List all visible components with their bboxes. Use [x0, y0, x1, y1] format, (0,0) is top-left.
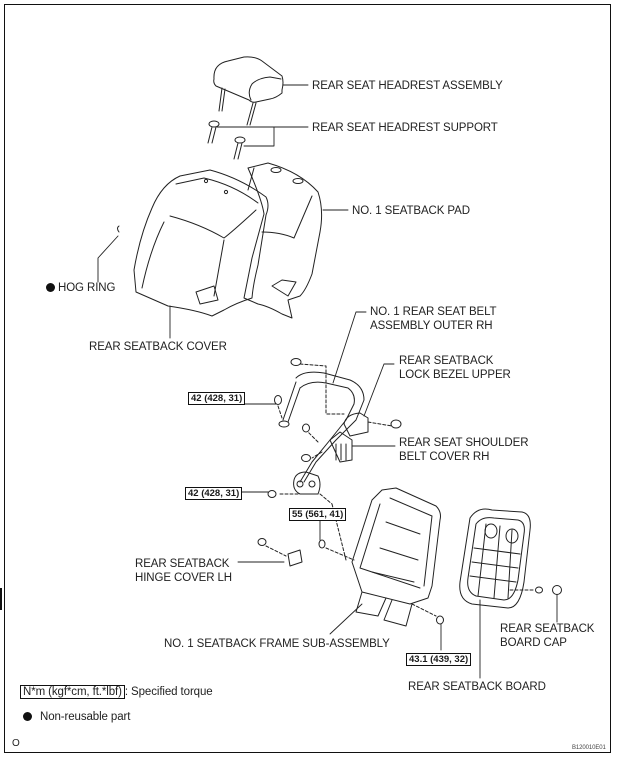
- hog-ring-drawing: [117, 225, 120, 233]
- label-hog-ring: HOG RING: [46, 281, 115, 295]
- label-belt-outer-rh-line1: NO. 1 REAR SEAT BELT: [370, 306, 497, 318]
- footer-left-mark: O: [12, 738, 20, 749]
- label-seatback-cover: REAR SEATBACK COVER: [89, 341, 227, 353]
- label-lock-bezel-line1: REAR SEATBACK: [399, 355, 494, 367]
- label-shoulder-cover-line2: BELT COVER RH: [399, 451, 490, 463]
- label-hinge-cover-line1: REAR SEATBACK: [135, 558, 230, 570]
- torque-box-board: 43.1 (439, 32): [406, 653, 472, 666]
- seatback-pad-drawing: [243, 162, 323, 319]
- seatback-frame-drawing: [257, 487, 444, 627]
- seat-belt-drawing: [267, 358, 402, 505]
- leader-lines: [97, 84, 558, 679]
- label-board-cap: REAR SEATBACK BOARD CAP: [500, 622, 594, 650]
- legend-non-reusable: Non-reusable part: [23, 710, 130, 724]
- label-hog-ring-text: HOG RING: [58, 282, 116, 294]
- label-frame-sub-assembly: NO. 1 SEATBACK FRAME SUB-ASSEMBLY: [164, 638, 390, 650]
- label-hinge-cover-lh: REAR SEATBACK HINGE COVER LH: [135, 557, 232, 585]
- label-hinge-cover-line2: HINGE COVER LH: [135, 572, 233, 584]
- label-belt-outer-rh-line2: ASSEMBLY OUTER RH: [370, 320, 493, 332]
- margin-mark: [0, 588, 2, 610]
- headrest-support-drawing: [207, 120, 246, 160]
- figure-id: B120010E01: [572, 745, 606, 751]
- seatback-board-drawing: [459, 508, 562, 609]
- non-reusable-dot-icon: [23, 712, 32, 721]
- label-belt-outer-rh: NO. 1 REAR SEAT BELT ASSEMBLY OUTER RH: [370, 305, 497, 333]
- label-headrest-support: REAR SEAT HEADREST SUPPORT: [312, 122, 498, 134]
- label-board-cap-line1: REAR SEATBACK: [500, 623, 595, 635]
- label-seatback-pad: NO. 1 SEATBACK PAD: [352, 205, 470, 217]
- label-lock-bezel-line2: LOCK BEZEL UPPER: [399, 369, 511, 381]
- legend-torque-desc: : Specified torque: [124, 686, 213, 698]
- seatback-cover-drawing: [133, 169, 269, 317]
- label-shoulder-belt-cover: REAR SEAT SHOULDER BELT COVER RH: [399, 436, 529, 464]
- torque-box-frame: 55 (561, 41): [289, 508, 347, 521]
- non-reusable-marker-icon: [46, 283, 55, 292]
- torque-box-belt-lower: 42 (428, 31): [185, 487, 243, 500]
- torque-box-belt-upper: 42 (428, 31): [188, 392, 246, 405]
- legend-torque: N*m (kgf*cm, ft.*lbf): Specified torque: [20, 685, 213, 699]
- label-seatback-board: REAR SEATBACK BOARD: [408, 681, 546, 693]
- headrest-drawing: [213, 56, 284, 126]
- label-lock-bezel-upper: REAR SEATBACK LOCK BEZEL UPPER: [399, 354, 511, 382]
- legend-torque-unit: N*m (kgf*cm, ft.*lbf): [20, 685, 125, 699]
- diagram-frame: [4, 4, 611, 753]
- label-headrest-assembly: REAR SEAT HEADREST ASSEMBLY: [312, 80, 503, 92]
- legend-non-reusable-text: Non-reusable part: [40, 711, 131, 723]
- label-board-cap-line2: BOARD CAP: [500, 637, 567, 649]
- label-shoulder-cover-line1: REAR SEAT SHOULDER: [399, 437, 529, 449]
